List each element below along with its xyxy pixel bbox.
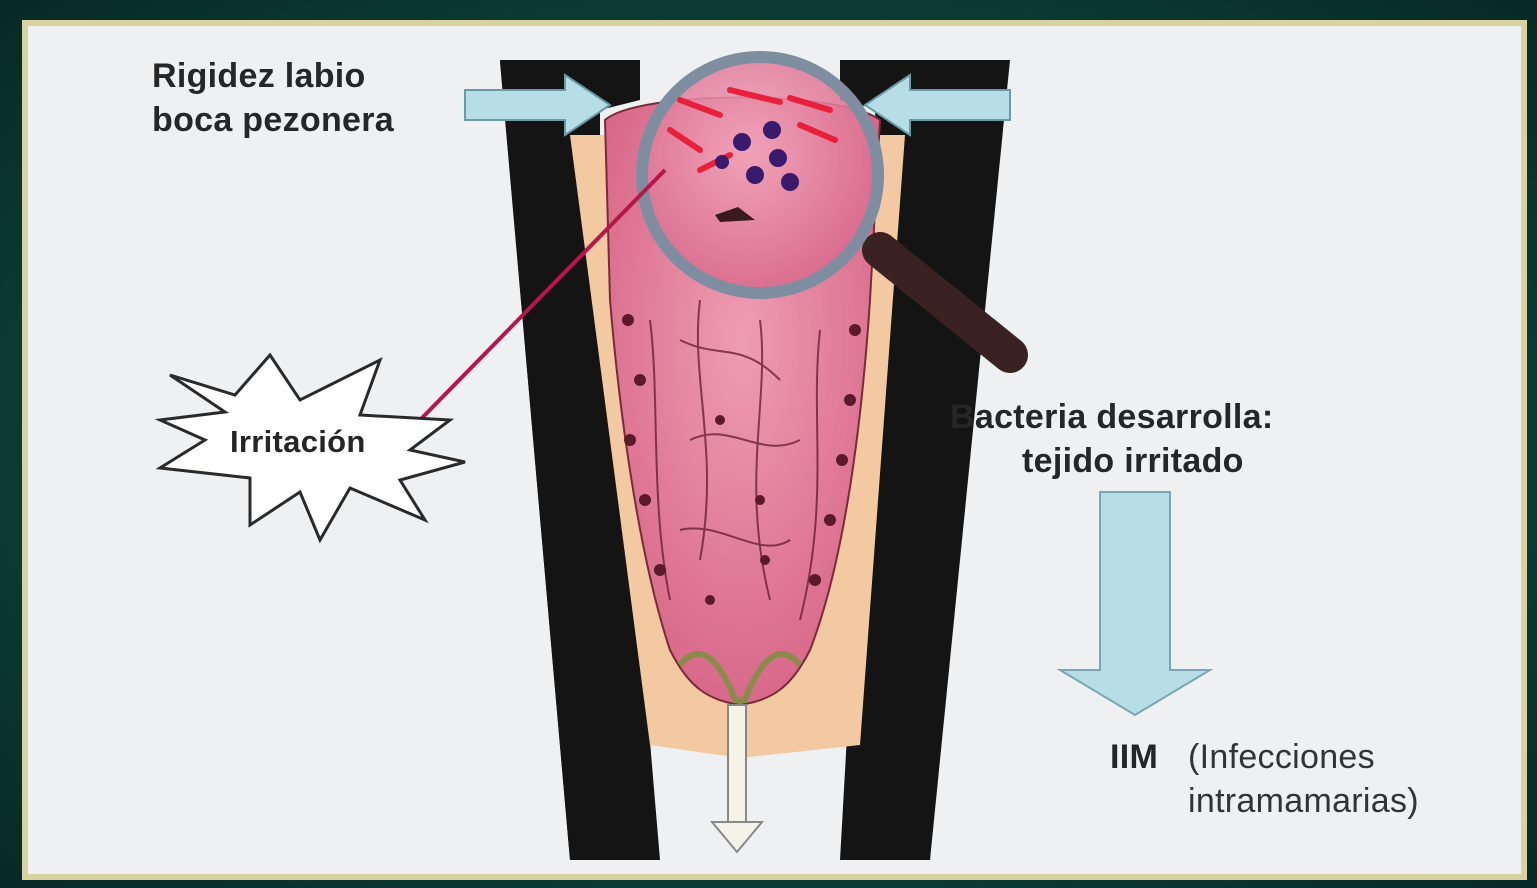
iim-line-1: (Infecciones bbox=[1188, 735, 1419, 779]
bacteria-line-1: Bacteria desarrolla: bbox=[950, 395, 1274, 439]
iim-line-2: intramamarias) bbox=[1188, 779, 1419, 823]
bacteria-line-2: tejido irritado bbox=[1022, 439, 1274, 483]
iim-description-label: (Infecciones intramamarias) bbox=[1188, 735, 1419, 823]
iim-abbrev-label: IIM bbox=[1110, 735, 1158, 779]
bacteria-label: Bacteria desarrolla: tejido irritado bbox=[950, 395, 1274, 483]
irritacion-label: Irritación bbox=[230, 420, 366, 464]
down-arrow-icon bbox=[1060, 492, 1210, 715]
rigidez-line-2: boca pezonera bbox=[152, 98, 394, 142]
rigidez-label: Rigidez labio boca pezonera bbox=[152, 54, 394, 142]
rigidez-line-1: Rigidez labio bbox=[152, 54, 394, 98]
